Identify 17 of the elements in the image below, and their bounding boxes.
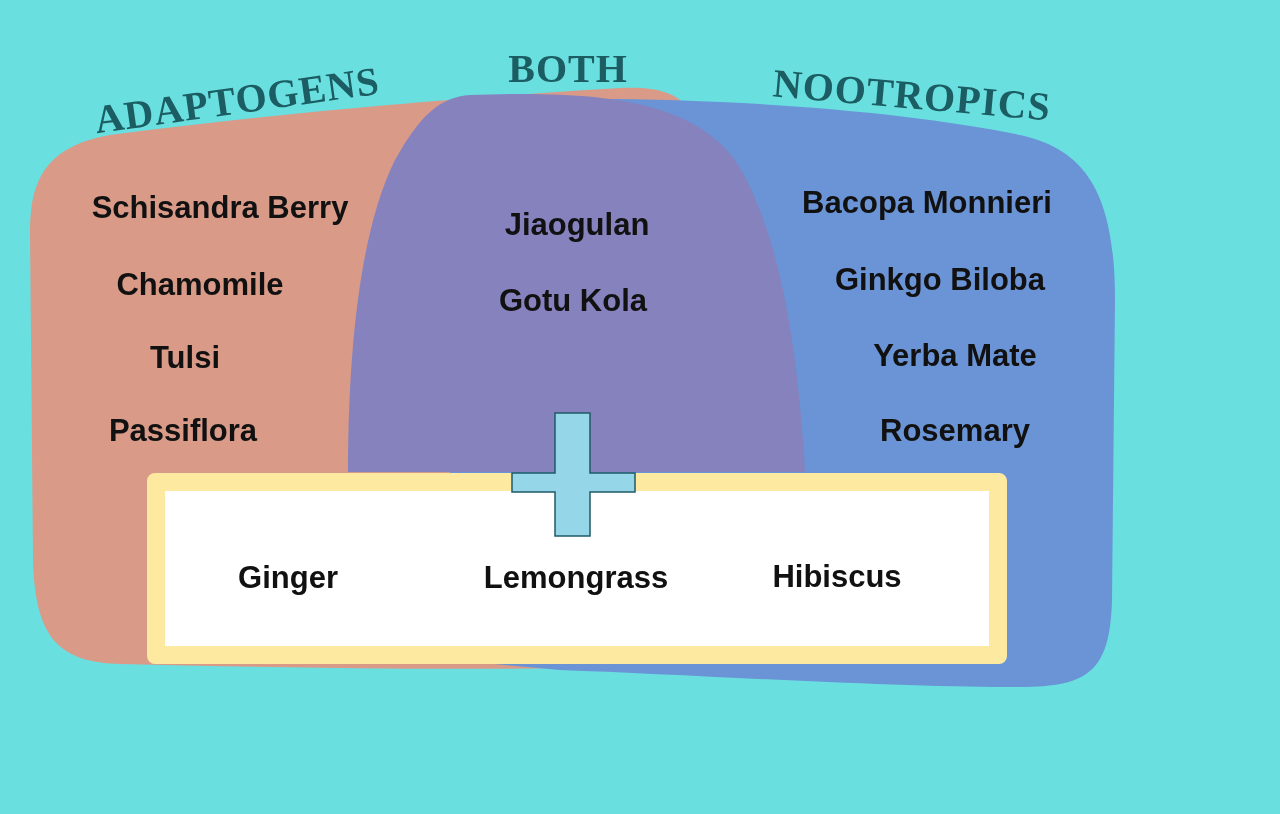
herb-name: Ginkgo Biloba [834, 262, 1046, 298]
herb-name: Jiaogulan [504, 207, 650, 243]
group-heading: NOOTROPICS [771, 59, 1053, 131]
herb-name: Schisandra Berry [91, 190, 349, 226]
framed-panel [147, 473, 1007, 664]
herb-name: Hibiscus [772, 559, 902, 595]
herb-name: Lemongrass [483, 560, 669, 596]
group-heading: BOTH [508, 44, 628, 92]
herb-name: Tulsi [150, 340, 220, 376]
herb-name: Gotu Kola [498, 283, 648, 319]
herb-name: Passiflora [108, 413, 258, 449]
herb-name: Rosemary [880, 413, 1030, 449]
herb-name: Yerba Mate [873, 338, 1037, 374]
herb-name: Chamomile [116, 267, 284, 303]
group-heading: ADAPTOGENS [91, 56, 383, 144]
herb-name: Bacopa Monnieri [802, 185, 1052, 221]
herb-name: Ginger [238, 560, 338, 596]
